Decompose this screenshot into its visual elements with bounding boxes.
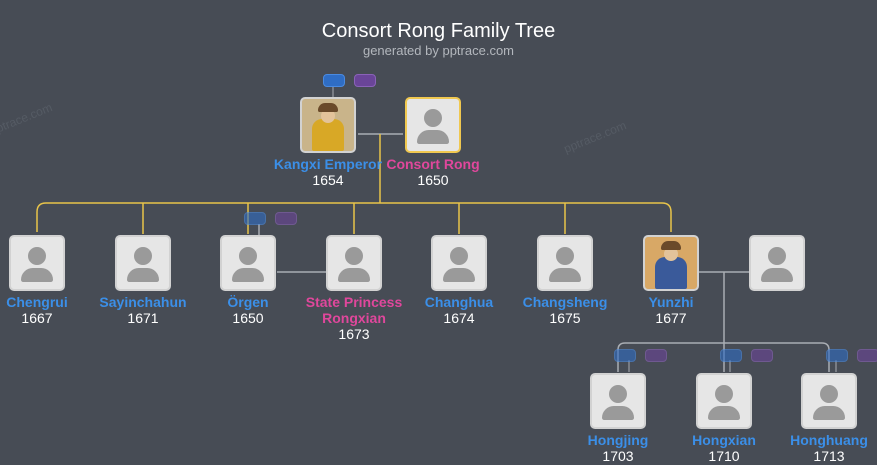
birth-year: 1650	[417, 172, 449, 188]
expand-spouse-button[interactable]	[275, 212, 297, 225]
birth-year: 1654	[312, 172, 344, 188]
person-card-sayinchahun[interactable]: Sayinchahun 1671	[88, 235, 198, 326]
person-card-yunzhi[interactable]: Yunzhi 1677	[616, 235, 726, 326]
person-name: Örgen	[227, 294, 269, 310]
person-name: Changsheng	[522, 294, 608, 310]
person-card-orgen[interactable]: Örgen 1650	[193, 235, 303, 326]
page-subtitle: generated by pptrace.com	[362, 43, 515, 58]
person-name: State Princess Rongxian	[305, 294, 403, 326]
person-card-rongxian[interactable]: State Princess Rongxian 1673	[299, 235, 409, 342]
person-card-hongjing[interactable]: Hongjing 1703	[563, 373, 673, 464]
person-placeholder-icon	[537, 235, 593, 291]
expand-spouse-button[interactable]	[645, 349, 667, 362]
person-card-changsheng[interactable]: Changsheng 1675	[510, 235, 620, 326]
expand-ancestors-button[interactable]	[244, 212, 266, 225]
birth-year: 1675	[549, 310, 581, 326]
person-name: Honghuang	[790, 432, 868, 448]
person-placeholder-icon	[590, 373, 646, 429]
portrait-avatar	[300, 97, 356, 153]
birth-year: 1650	[232, 310, 264, 326]
person-card-honghuang[interactable]: Honghuang 1713	[774, 373, 877, 464]
person-name: Yunzhi	[648, 294, 694, 310]
person-card-kangxi[interactable]: Kangxi Emperor 1654	[273, 97, 383, 188]
expand-spouse-button[interactable]	[354, 74, 376, 87]
expand-ancestors-button[interactable]	[720, 349, 742, 362]
person-placeholder-icon	[801, 373, 857, 429]
person-placeholder-icon	[431, 235, 487, 291]
birth-year: 1673	[338, 326, 370, 342]
birth-year: 1674	[443, 310, 475, 326]
person-name: Sayinchahun	[99, 294, 187, 310]
person-placeholder-icon	[326, 235, 382, 291]
birth-year: 1667	[21, 310, 53, 326]
birth-year: 1671	[127, 310, 159, 326]
birth-year: 1713	[813, 448, 845, 464]
birth-year: 1710	[708, 448, 740, 464]
portrait-avatar	[643, 235, 699, 291]
expand-ancestors-button[interactable]	[826, 349, 848, 362]
person-placeholder-icon	[115, 235, 171, 291]
person-placeholder-icon	[405, 97, 461, 153]
person-name: Hongxian	[692, 432, 756, 448]
person-card-hongxian[interactable]: Hongxian 1710	[669, 373, 779, 464]
expand-ancestors-button[interactable]	[614, 349, 636, 362]
person-name: Kangxi Emperor	[273, 156, 383, 172]
expand-spouse-button[interactable]	[857, 349, 877, 362]
person-placeholder-icon	[220, 235, 276, 291]
page-title: Consort Rong Family Tree	[321, 20, 556, 42]
person-card-chengrui[interactable]: Chengrui 1667	[0, 235, 92, 326]
person-card-yunzhi-spouse[interactable]	[722, 235, 832, 291]
person-card-rong[interactable]: Consort Rong 1650	[378, 97, 488, 188]
person-name: Chengrui	[6, 294, 68, 310]
person-name: Consort Rong	[386, 156, 480, 172]
person-card-changhua[interactable]: Changhua 1674	[404, 235, 514, 326]
person-placeholder-icon	[696, 373, 752, 429]
birth-year: 1703	[602, 448, 634, 464]
expand-ancestors-button[interactable]	[323, 74, 345, 87]
person-placeholder-icon	[749, 235, 805, 291]
birth-year: 1677	[655, 310, 687, 326]
expand-spouse-button[interactable]	[751, 349, 773, 362]
person-placeholder-icon	[9, 235, 65, 291]
person-name: Changhua	[424, 294, 494, 310]
person-name: Hongjing	[587, 432, 649, 448]
